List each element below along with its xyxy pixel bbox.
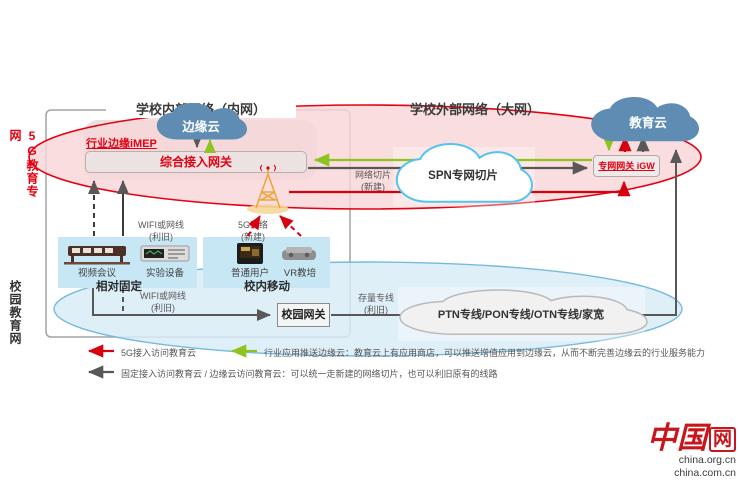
label-wifi-bottom: WIFI或网线 (利旧) [128, 291, 198, 314]
label-legacy-line2: (利旧) [364, 304, 388, 315]
label-5g-network: 5G网络 (新建) [223, 220, 283, 243]
ptn-cloud-label: PTN专线/PON专线/OTN专线/家宽 [437, 309, 605, 321]
imep-label: 行业边缘iMEP [86, 138, 157, 150]
label-wifi-top: WIFI或网线 (利旧) [126, 220, 196, 243]
label-legacy-line1: 存量专线 [357, 293, 394, 303]
device-label-video-conference: 视频会议 [77, 268, 116, 279]
access-gateway-node: 综合接入网关 [85, 151, 307, 173]
arrow-5g-uplink-2 [279, 215, 302, 237]
device-label-vr-training: VR教培 [283, 268, 317, 279]
label-5g-education-network: 5G教育专网 [8, 129, 39, 198]
label-wifi-top-line2: (利旧) [149, 231, 173, 242]
legend-text-industry-app: 行业应用推送边缘云：教育云上有应用商店，可以推送增值应用到边缘云，从而不断完善边… [264, 348, 706, 358]
logo-net-character: 网 [708, 426, 736, 452]
education-cloud-label: 教育云 [629, 116, 667, 130]
group-label-fixed: 相对固定 [96, 281, 142, 293]
logo-domain-org: china.org.cn [678, 454, 736, 466]
label-wifi-bottom-line2: (利旧) [151, 302, 175, 313]
spn-cloud-label: SPN专网切片 [428, 170, 498, 182]
device-label-lab-equipment: 实验设备 [145, 268, 184, 279]
title-external-network: 学校外部网络（大网） [409, 102, 540, 117]
china-net-logo: 中国 网 china.org.cn china.com.cn [606, 424, 736, 480]
logo-brand-characters: 中国 [646, 422, 707, 455]
legend-text-fixed-access: 固定接入访问教育云 / 边缘云访问教育云：可以统一走新建的网络切片，也可以利旧原… [121, 369, 498, 379]
line-red-tower-to-igw [289, 180, 631, 197]
label-5g-line1: 5G网络 [237, 220, 268, 230]
device-label-ordinary-user: 普通用户 [230, 268, 269, 279]
private-gateway-node: 专网网关 iGW [593, 155, 660, 177]
legend-text-5g: 5G接入访问教育云 [121, 348, 197, 358]
logo-domain-com: china.com.cn [674, 467, 736, 480]
label-wifi-top-line1: WIFI或网线 [138, 220, 184, 230]
campus-gateway-node: 校园网关 [277, 303, 330, 327]
label-campus-education-network: 校园教育网 [8, 280, 22, 345]
edge-cloud-label: 边缘云 [182, 120, 220, 134]
label-5g-line2: (新建) [241, 231, 265, 242]
label-legacy-line: 存量专线 (利旧) [345, 293, 407, 316]
group-label-mobile: 校内移动 [244, 281, 290, 293]
label-slice-line2: (新建) [361, 181, 385, 192]
